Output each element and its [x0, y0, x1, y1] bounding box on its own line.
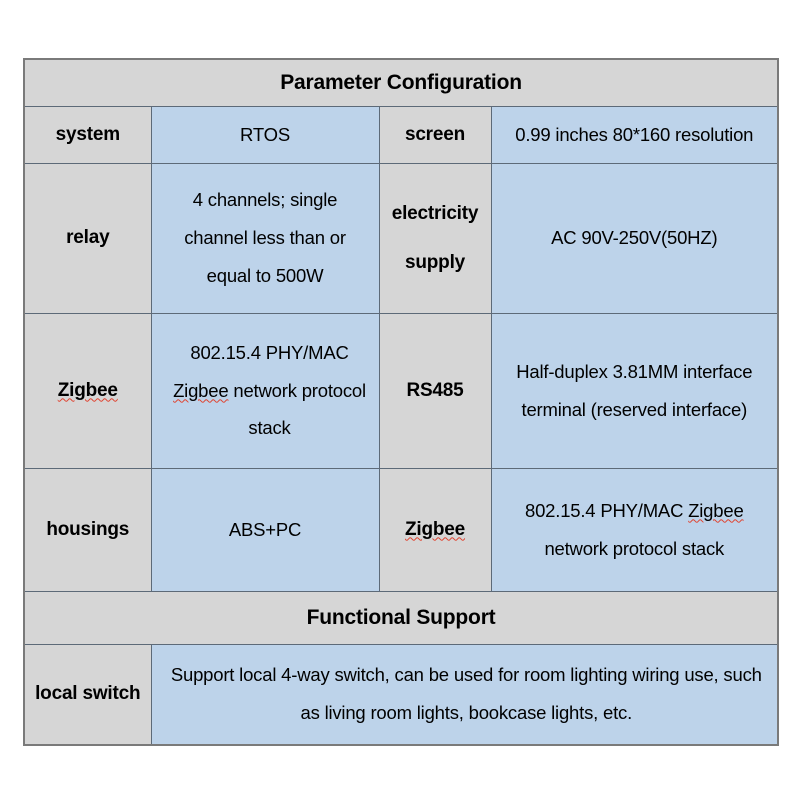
- specification-table-container: Parameter Configuration system RTOS scre…: [23, 58, 780, 746]
- row-value-zigbee-2: 802.15.4 PHY/MAC Zigbee network protocol…: [490, 467, 779, 592]
- value-line: terminal (reserved interface): [521, 398, 748, 420]
- row-value-relay: 4 channels; single channel less than or …: [150, 162, 380, 314]
- table-row-section-title-functional: Functional Support: [23, 590, 779, 645]
- table-row-section-title-parameter: Parameter Configuration: [23, 58, 779, 107]
- row-value-zigbee: 802.15.4 PHY/MAC Zigbee network protocol…: [150, 312, 380, 469]
- section-title-functional-support: Functional Support: [23, 590, 779, 645]
- label-line: electricity: [391, 202, 479, 224]
- table-row-zigbee: Zigbee 802.15.4 PHY/MAC Zigbee network p…: [23, 312, 779, 469]
- row-value-rs485: Half-duplex 3.81MM interface terminal (r…: [490, 312, 779, 469]
- row-label-local-switch: local switch: [23, 643, 152, 746]
- value-line: Zigbee network protocol: [173, 379, 366, 401]
- row-value-screen: 0.99 inches 80*160 resolution: [490, 105, 779, 164]
- value-line: Half-duplex 3.81MM interface: [516, 360, 753, 382]
- row-value-electricity-supply: AC 90V-250V(50HZ): [490, 162, 779, 314]
- table-row-system: system RTOS screen 0.99 inches 80*160 re…: [23, 105, 779, 164]
- row-value-system: RTOS: [150, 105, 380, 164]
- specification-table: Parameter Configuration system RTOS scre…: [23, 58, 780, 746]
- row-label-zigbee-2-text: Zigbee: [404, 518, 466, 540]
- value-line: channel less than or: [184, 227, 346, 249]
- label-line: supply: [404, 252, 466, 273]
- row-label-zigbee-2: Zigbee: [378, 467, 492, 592]
- row-value-local-switch: Support local 4-way switch, can be used …: [150, 643, 779, 746]
- value-line: 4 channels; single: [192, 189, 338, 211]
- row-label-electricity-supply: electricity supply: [378, 162, 492, 314]
- row-label-relay: relay: [23, 162, 152, 314]
- row-label-rs485: RS485: [378, 312, 492, 469]
- table-row-local-switch: local switch Support local 4-way switch,…: [23, 643, 779, 746]
- value-line: as living room lights, bookcase lights, …: [300, 702, 633, 724]
- value-line-zigbee-word: Zigbee: [173, 379, 229, 401]
- row-label-zigbee: Zigbee: [23, 312, 152, 469]
- section-title-parameter-configuration: Parameter Configuration: [23, 58, 779, 107]
- value-line: 802.15.4 PHY/MAC Zigbee: [524, 499, 744, 521]
- row-value-housings: ABS+PC: [150, 467, 380, 592]
- value-line: stack: [248, 417, 291, 439]
- table-row-relay: relay 4 channels; single channel less th…: [23, 162, 779, 314]
- row-label-housings: housings: [23, 467, 152, 592]
- row-label-system: system: [23, 105, 152, 164]
- table-row-housings: housings ABS+PC Zigbee 802.15.4 PHY/MAC …: [23, 467, 779, 592]
- row-label-screen: screen: [378, 105, 492, 164]
- value-line-zigbee-word: Zigbee: [688, 499, 744, 521]
- value-line: equal to 500W: [206, 264, 324, 286]
- row-label-zigbee-text: Zigbee: [57, 379, 118, 401]
- value-line: Support local 4-way switch, can be used …: [170, 664, 762, 686]
- value-line: network protocol stack: [544, 537, 725, 559]
- value-line: 802.15.4 PHY/MAC: [190, 341, 349, 363]
